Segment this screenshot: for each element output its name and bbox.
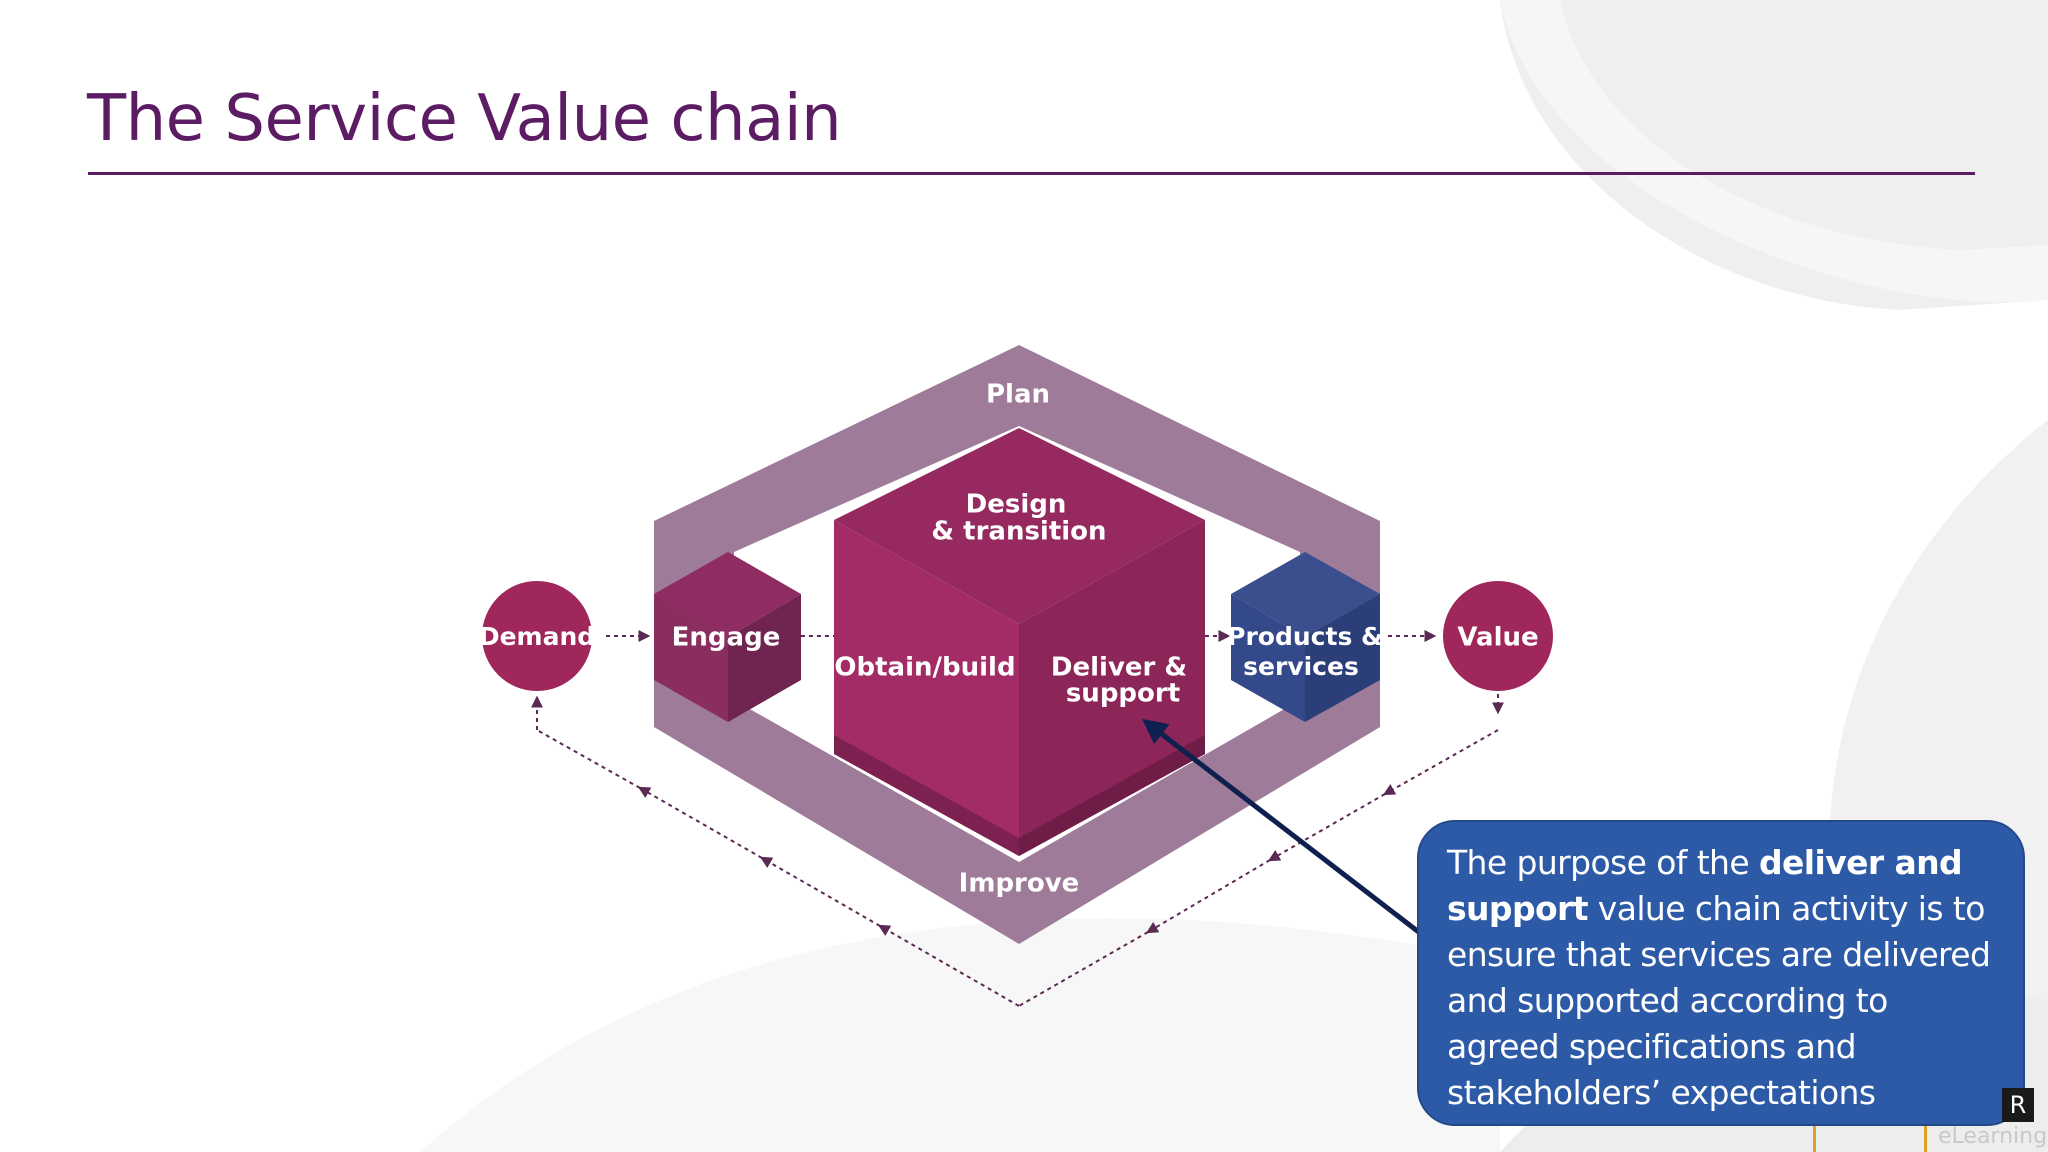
title-divider xyxy=(88,172,1975,175)
footer-accent-right xyxy=(1924,1126,1927,1152)
callout-text-part2: value chain activity is to ensure that s… xyxy=(1447,889,1991,1112)
value-label: Value xyxy=(1457,623,1538,653)
engage-cube xyxy=(654,552,801,722)
feedback-right-diagonal-4 xyxy=(1018,931,1149,1007)
plan-improve-ring xyxy=(654,345,1380,944)
obtain-build-label: Obtain/build xyxy=(834,653,1015,683)
callout-text-bold: deliver and support xyxy=(1447,843,1963,928)
deliver-support-label-line1: Deliver & xyxy=(1051,653,1187,683)
deliver-support-label-line2: support xyxy=(1066,679,1180,709)
plan-label: Plan xyxy=(986,380,1050,410)
page-title: The Service Value chain xyxy=(87,82,842,156)
demand-circle xyxy=(482,581,592,691)
demand-label: Demand xyxy=(479,622,595,651)
feedback-right-diagonal-2 xyxy=(1267,793,1386,862)
engage-label: Engage xyxy=(672,623,781,653)
feedback-left-diagonal-3 xyxy=(637,786,763,859)
callout-text-part1: The purpose of the xyxy=(1447,843,1759,882)
value-circle xyxy=(1443,581,1553,691)
callout-pointer-arrow xyxy=(1142,718,1444,952)
products-services-label-line1: Products & xyxy=(1227,622,1383,651)
feedback-right-diagonal-1 xyxy=(1382,729,1499,796)
design-transition-label-line2: & transition xyxy=(931,517,1106,547)
products-services-label-line2: services xyxy=(1243,652,1359,681)
feedback-left-diagonal-4 xyxy=(536,729,641,789)
feedback-left-diagonal-1 xyxy=(877,924,1020,1007)
footer-accent-left xyxy=(1813,1126,1816,1152)
feedback-left-diagonal-2 xyxy=(759,856,881,927)
design-transition-label-line1: Design xyxy=(966,490,1067,520)
deliver-support-callout: The purpose of the deliver and support v… xyxy=(1417,820,2025,1126)
products-services-cube xyxy=(1231,552,1380,722)
improve-label: Improve xyxy=(959,869,1080,899)
feedback-right-diagonal-3 xyxy=(1145,859,1271,934)
brand-logo-mark: R xyxy=(2002,1088,2034,1122)
central-cube xyxy=(834,428,1205,856)
brand-logo-text: eLearning xyxy=(1938,1124,2048,1149)
